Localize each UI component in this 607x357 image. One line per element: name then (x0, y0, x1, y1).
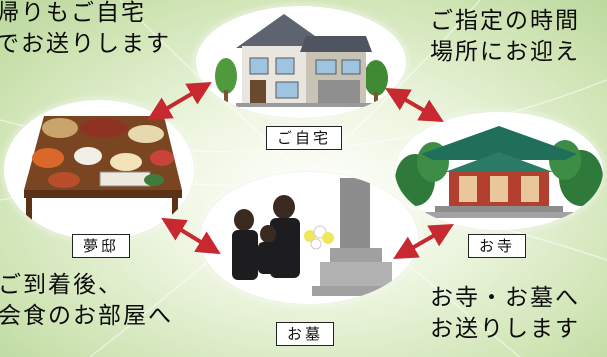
label-restaurant: 夢邸 (72, 234, 131, 258)
family-grave-icon (232, 178, 400, 296)
caption-temple-grave: お寺・お墓へ お送りします (430, 283, 580, 345)
caption-line: お寺・お墓へ (430, 285, 580, 311)
caption-pickup: ご指定の時間 場所にお迎え (430, 6, 580, 68)
caption-after-arrival: ご到着後、 会食のお部屋へ (0, 270, 173, 332)
label-home: ご自宅 (266, 126, 343, 150)
label-temple: お寺 (468, 234, 527, 258)
caption-home-return: 帰りもご自宅 でお送りします (0, 0, 171, 60)
arrow-home-temple (385, 87, 444, 123)
node-restaurant (4, 100, 194, 240)
caption-line: 帰りもご自宅 (0, 0, 146, 26)
node-home (196, 6, 406, 118)
caption-line: お送りします (430, 316, 580, 342)
meal-icon (24, 116, 182, 226)
caption-line: でお送りします (0, 31, 171, 57)
node-grave (200, 172, 418, 304)
temple-icon (395, 126, 603, 218)
arrow-grave-temple (393, 224, 454, 259)
caption-line: 場所にお迎え (430, 39, 580, 65)
arrow-home-restaurant (147, 81, 212, 121)
node-temple (395, 112, 603, 230)
caption-line: ご指定の時間 (430, 8, 580, 34)
arrow-restaurant-grave (161, 217, 221, 255)
house-icon (215, 14, 388, 107)
label-grave: お墓 (276, 322, 335, 346)
caption-line: ご到着後、 (0, 272, 123, 298)
caption-line: 会食のお部屋へ (0, 303, 173, 329)
